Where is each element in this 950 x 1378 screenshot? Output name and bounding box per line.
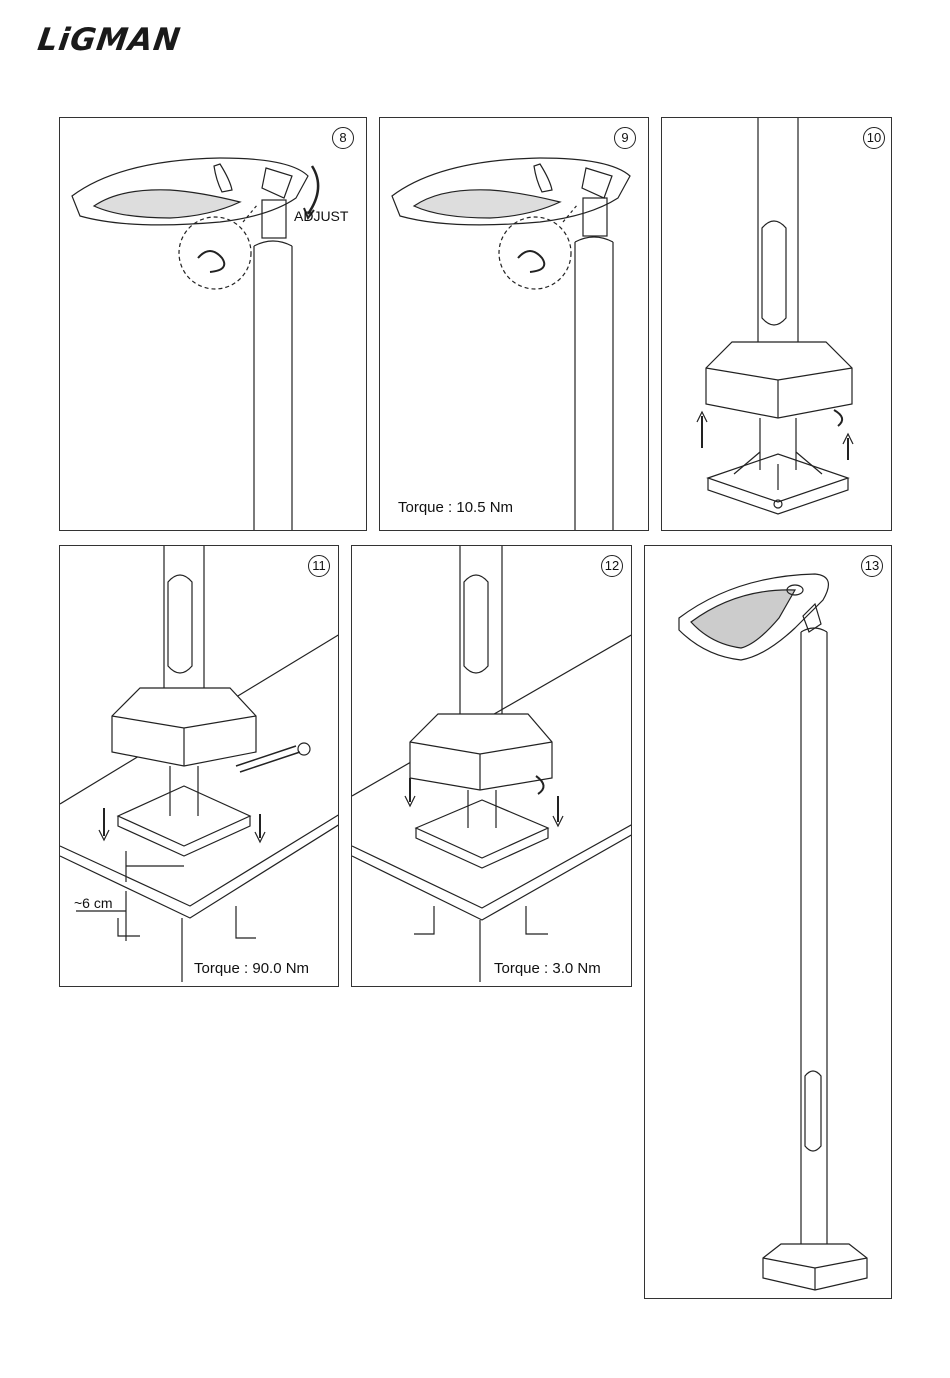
step-8-illustration: [60, 118, 367, 531]
step-number: 13: [861, 555, 883, 577]
torque-label: Torque : 3.0 Nm: [494, 960, 601, 977]
step-number: 9: [614, 127, 636, 149]
step-number: 10: [863, 127, 885, 149]
brand-logo: LiGMAN: [35, 22, 183, 58]
step-13-panel: 13: [644, 545, 892, 1299]
step-12-illustration: [352, 546, 632, 987]
step-11-illustration: [60, 546, 339, 987]
dimension-label: ~6 cm: [74, 895, 113, 911]
step-number: 11: [308, 555, 330, 577]
torque-label: Torque : 90.0 Nm: [194, 960, 309, 977]
step-10-illustration: [662, 118, 892, 531]
step-9-panel: 9 Torque : 10.5 Nm: [379, 117, 649, 531]
step-number: 8: [332, 127, 354, 149]
torque-label: Torque : 10.5 Nm: [398, 499, 513, 516]
step-13-illustration: [645, 546, 892, 1299]
step-9-illustration: [380, 118, 649, 531]
step-12-panel: 12 Torque : 3.0 Nm: [351, 545, 632, 987]
adjust-label: ADJUST: [294, 208, 348, 224]
step-number: 12: [601, 555, 623, 577]
step-11-panel: 11 ~6 cm Torque : 90.0 Nm: [59, 545, 339, 987]
step-8-panel: 8 ADJUST: [59, 117, 367, 531]
step-10-panel: 10: [661, 117, 892, 531]
